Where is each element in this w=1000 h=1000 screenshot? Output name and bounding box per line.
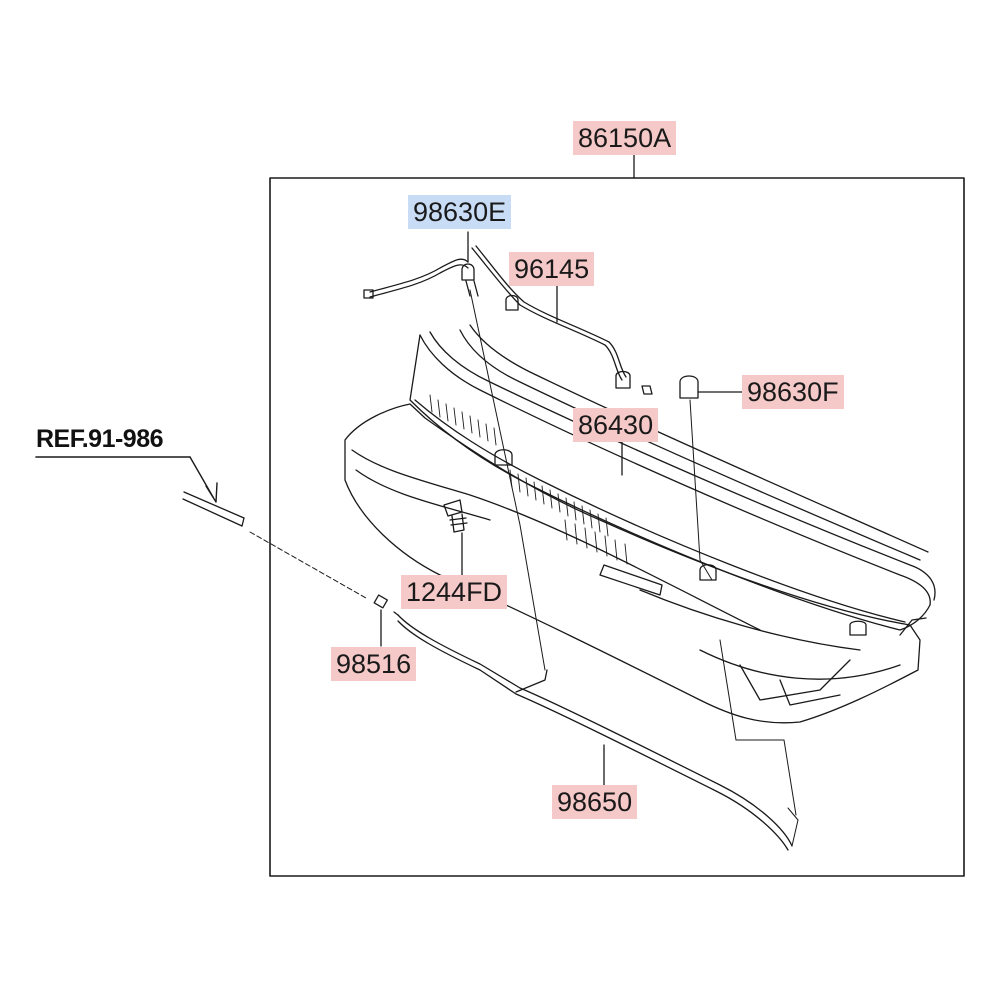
ref-hose-stub <box>182 491 367 599</box>
part-label-98630f[interactable]: 98630F <box>742 375 844 409</box>
washer-hose-96145-part <box>471 245 631 389</box>
lower-cowl-panel <box>344 403 927 724</box>
part-label-98516[interactable]: 98516 <box>331 647 417 681</box>
part-label-96145[interactable]: 96145 <box>509 252 595 286</box>
washer-hose-98630e-part <box>363 231 479 299</box>
ref-arrow-head <box>205 482 218 503</box>
assembly-frame <box>269 177 965 877</box>
part-label-86150a[interactable]: 86150A <box>573 121 677 155</box>
part-label-98630e[interactable]: 98630E <box>408 195 512 229</box>
part-label-1244fd[interactable]: 1244FD <box>401 575 508 609</box>
screw-1244fd-part <box>443 499 468 576</box>
connector-98516-part <box>373 594 388 647</box>
installation-guide-lines <box>469 289 797 816</box>
part-label-98650[interactable]: 98650 <box>552 785 638 819</box>
washer-nozzle-98630f-part <box>641 375 743 399</box>
reference-label[interactable]: REF.91-986 <box>36 425 164 453</box>
washer-hose-98650-part <box>393 611 799 851</box>
part-label-86430[interactable]: 86430 <box>573 408 659 442</box>
